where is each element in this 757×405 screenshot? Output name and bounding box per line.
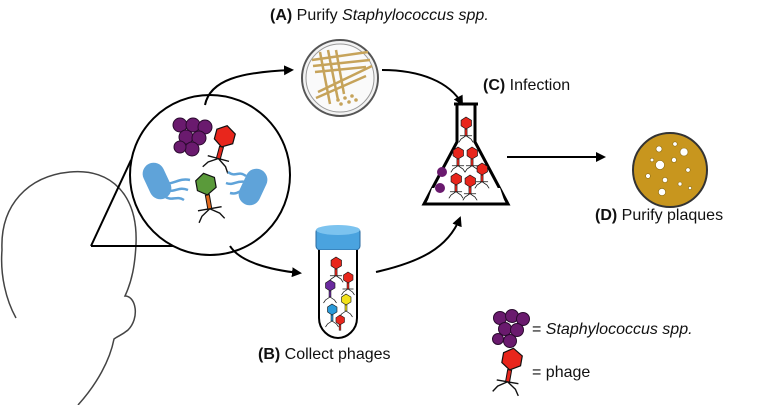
human-head <box>0 170 137 405</box>
label-c-letter: (C) <box>483 77 506 94</box>
flow-arrows <box>204 65 606 278</box>
label-d-letter: (D) <box>595 207 618 224</box>
microbiome-circle <box>129 94 291 256</box>
label-b-letter: (B) <box>258 346 281 363</box>
label-a-italic: Staphylococcus spp. <box>342 7 489 24</box>
legend-phage-text: = phage <box>532 364 591 381</box>
legend-staph-prefix: = <box>532 321 546 338</box>
staph-cluster <box>172 117 213 157</box>
bacterium-right <box>225 168 268 206</box>
label-a-text: Purify <box>296 7 343 24</box>
phage-tube <box>315 225 361 340</box>
label-a-letter: (A) <box>270 7 293 24</box>
legend-staph-text: Staphylococcus spp. <box>545 321 693 338</box>
label-infection: (C) Infection <box>483 76 570 96</box>
bacterium-left <box>142 162 191 202</box>
legend-staph-icon <box>492 309 530 348</box>
label-collect-phages: (B) Collect phages <box>258 345 391 365</box>
label-d-text: Purify plaques <box>621 207 724 224</box>
green-phage <box>195 172 226 224</box>
streak-plate <box>301 39 379 117</box>
label-b-text: Collect phages <box>284 346 391 363</box>
label-c-text: Infection <box>509 77 571 94</box>
plaque-plate <box>632 132 708 208</box>
label-purify-plaques: (D) Purify plaques <box>595 206 723 226</box>
legend-phage-icon <box>491 345 527 397</box>
legend-phage-label: = phage <box>532 363 590 383</box>
label-purify-staph: (A) Purify Staphylococcus spp. <box>270 6 489 26</box>
infection-flask <box>421 102 511 206</box>
legend-staph-label: = Staphylococcus spp. <box>532 320 693 340</box>
zoom-callout <box>90 159 181 247</box>
